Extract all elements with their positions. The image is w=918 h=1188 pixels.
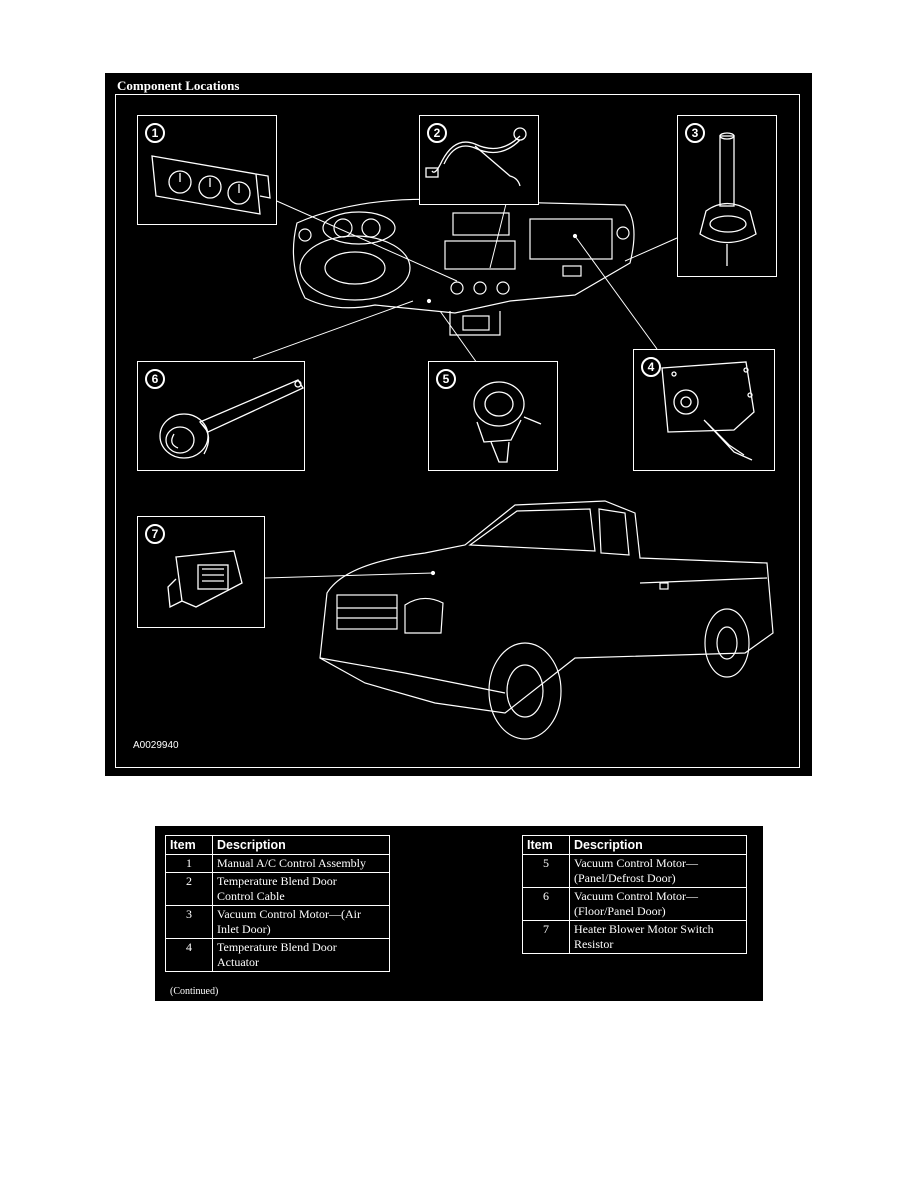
table-header-row: Item Description [522, 835, 747, 855]
control-cable-icon [425, 127, 527, 187]
leader-line-7 [264, 572, 434, 579]
row-item: 6 [522, 887, 570, 921]
row-item: 2 [165, 872, 213, 906]
table-footnote: (Continued) [170, 986, 219, 997]
header-item: Item [165, 835, 213, 855]
callout-2: 2 [419, 115, 539, 205]
table-row: 5 Vacuum Control Motor—(Panel/Defrost Do… [522, 854, 747, 888]
leader-line-4 [574, 235, 658, 350]
header-description: Description [212, 835, 390, 855]
callout-4: 4 [633, 349, 775, 471]
table-header-row: Item Description [165, 835, 390, 855]
callout-number-2: 2 [427, 123, 447, 143]
table-row: 6 Vacuum Control Motor—(Floor/Panel Door… [522, 887, 747, 921]
pickup-truck-drawing [319, 500, 774, 740]
callout-5: 5 [428, 361, 558, 471]
row-item: 5 [522, 854, 570, 888]
row-item: 1 [165, 854, 213, 873]
leader-line-1 [269, 197, 458, 282]
leader-line-5 [439, 310, 478, 364]
callout-7: 7 [137, 516, 265, 628]
header-item: Item [522, 835, 570, 855]
leader-line-6 [252, 300, 414, 360]
callout-number-3: 3 [685, 123, 705, 143]
row-item: 4 [165, 938, 213, 972]
figure-frame [115, 94, 800, 768]
callout-number-4: 4 [641, 357, 661, 377]
main-illustration [252, 187, 774, 740]
row-description: Manual A/C Control Assembly [212, 854, 390, 873]
table-row: 1 Manual A/C Control Assembly [165, 854, 390, 873]
callout-number-5: 5 [436, 369, 456, 389]
ac-control-panel-icon [151, 155, 271, 215]
row-description: Vacuum Control Motor—(Panel/Defrost Door… [569, 854, 747, 888]
vacuum-motor-arm-icon [159, 379, 304, 459]
legend-table-panel: Item Description 1 Manual A/C Control As… [155, 826, 763, 1001]
component-locations-figure: Component Locations [105, 73, 812, 776]
vacuum-motor-icon [699, 132, 757, 266]
row-item: 3 [165, 905, 213, 939]
row-item: 7 [522, 920, 570, 954]
dashboard-drawing [292, 198, 635, 336]
vacuum-motor-icon [473, 381, 542, 463]
row-description: Vacuum Control Motor—(Floor/Panel Door) [569, 887, 747, 921]
legend-table-left: Item Description 1 Manual A/C Control As… [165, 835, 390, 972]
callout-number-1: 1 [145, 123, 165, 143]
resistor-icon [167, 550, 243, 609]
header-description: Description [569, 835, 747, 855]
callout-3: 3 [677, 115, 777, 277]
callout-number-7: 7 [145, 524, 165, 544]
door-actuator-icon [661, 361, 755, 461]
leader-line-3 [624, 237, 678, 262]
callout-6: 6 [137, 361, 305, 471]
legend-table-right: Item Description 5 Vacuum Control Motor—… [522, 835, 747, 954]
callout-1: 1 [137, 115, 277, 225]
figure-code: A0029940 [133, 740, 179, 751]
figure-title: Component Locations [117, 78, 240, 93]
callout-number-6: 6 [145, 369, 165, 389]
